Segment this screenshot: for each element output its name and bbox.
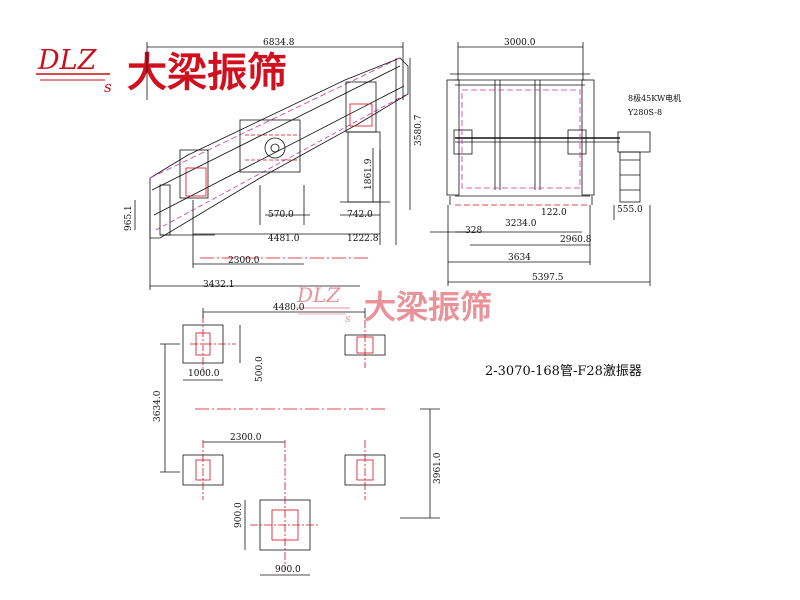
svg-text:DLZ: DLZ [37,45,98,76]
svg-text:122.0: 122.0 [541,208,567,218]
svg-text:3961.0: 3961.0 [433,452,443,484]
foundation-plan-drawing [160,308,440,576]
svg-text:555.0: 555.0 [617,205,643,215]
svg-text:900.0: 900.0 [275,565,301,575]
svg-text:4480.0: 4480.0 [273,303,305,313]
svg-text:3634: 3634 [508,253,531,263]
svg-text:3234.0: 3234.0 [505,219,537,229]
side-view-dimensions: 6834.8 965.1 570.0 742.0 4481.0 1222.8 2… [124,38,424,290]
svg-text:4481.0: 4481.0 [268,234,300,244]
svg-text:965.1: 965.1 [124,205,134,231]
watermark-logo-top: DLZ s 大梁振筛 [36,45,287,96]
end-view-dimensions: 3000.0 8极45KW电机 Y280S-8 122.0 3234.0 328… [465,38,681,283]
svg-text:500.0: 500.0 [255,356,265,382]
svg-text:2300.0: 2300.0 [230,433,262,443]
svg-text:6834.8: 6834.8 [263,38,295,48]
svg-text:1000.0: 1000.0 [188,369,220,379]
svg-text:8极45KW电机: 8极45KW电机 [628,93,681,103]
svg-text:3580.7: 3580.7 [414,114,424,146]
svg-text:1222.8: 1222.8 [347,234,379,244]
svg-text:3432.1: 3432.1 [203,280,235,290]
svg-text:2960.8: 2960.8 [560,235,592,245]
svg-text:1861.9: 1861.9 [364,158,374,190]
svg-text:328: 328 [465,226,482,236]
end-view-drawing [430,42,651,286]
svg-text:3000.0: 3000.0 [504,38,536,48]
svg-text:大梁振筛: 大梁振筛 [364,288,492,326]
svg-text:2300.0: 2300.0 [228,256,260,266]
svg-text:742.0: 742.0 [347,210,373,220]
svg-text:s: s [104,78,112,96]
foundation-plan-dimensions: 4480.0 1000.0 500.0 3634.0 2300.0 3961.0… [153,303,443,575]
svg-text:3634.0: 3634.0 [153,390,163,422]
svg-text:900.0: 900.0 [234,502,244,528]
svg-text:Y280S-8: Y280S-8 [627,108,662,117]
svg-text:DLZ: DLZ [296,283,341,307]
svg-text:5397.5: 5397.5 [532,273,564,283]
svg-text:570.0: 570.0 [268,210,294,220]
drawing-title: 2-3070-168管-F28激振器 [485,364,642,379]
watermark-logo-middle: DLZ s 大梁振筛 [296,283,492,326]
svg-text:大梁振筛: 大梁振筛 [127,50,287,96]
side-view-drawing [134,42,411,290]
svg-text:s: s [345,312,351,325]
